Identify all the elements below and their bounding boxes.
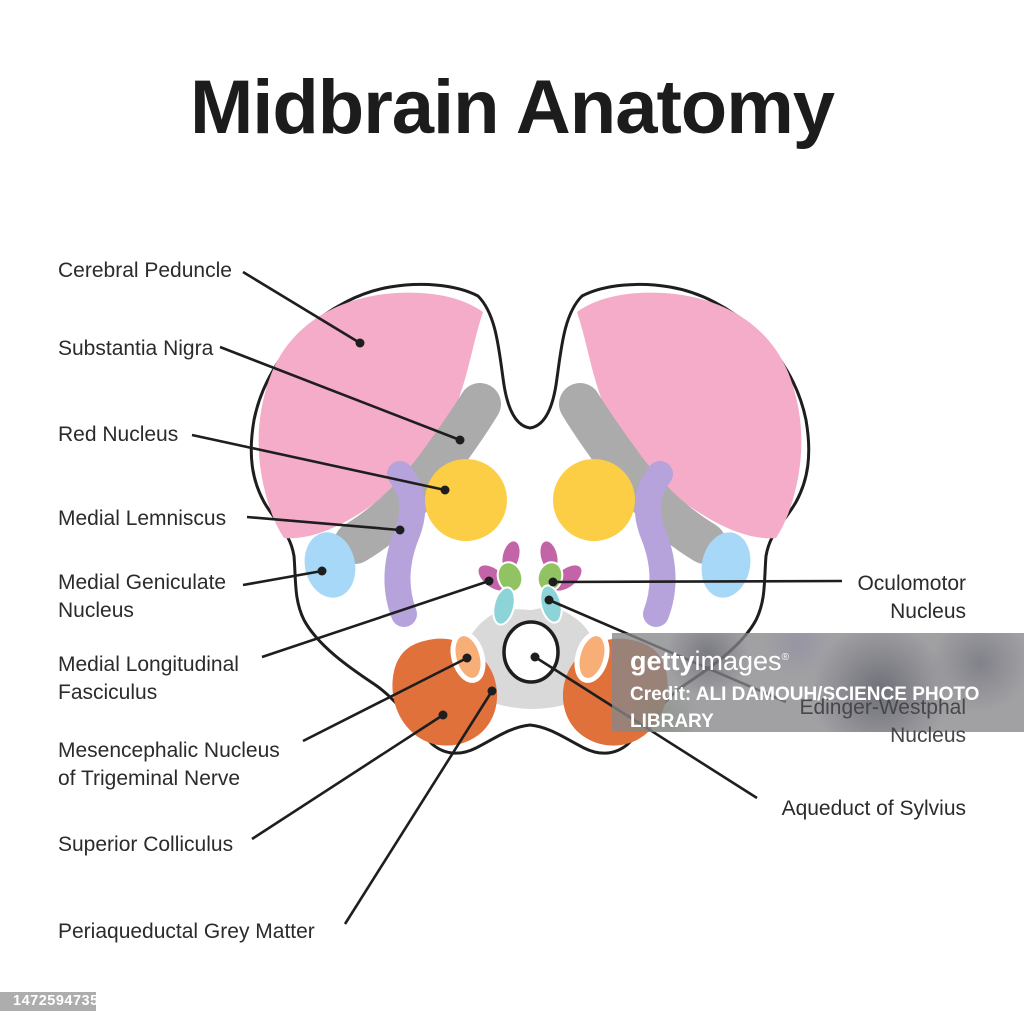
- edinger-westphal-left: [492, 586, 516, 626]
- cerebral-peduncle-left: [258, 292, 483, 539]
- label-text: Nucleus: [58, 599, 134, 622]
- label-text: Substantia Nigra: [58, 337, 214, 360]
- label-oculomotor-nucleus: Oculomotor Nucleus: [857, 570, 966, 626]
- callout-dot: [395, 525, 405, 535]
- image-id-badge: 1472594735: [0, 992, 98, 1011]
- label-text: of Trigeminal Nerve: [58, 767, 241, 790]
- label-mesencephalic-nucleus: Mesencephalic Nucleus of Trigeminal Nerv…: [58, 737, 280, 793]
- medial-lemniscus-left: [384, 461, 426, 627]
- label-text: Medial Longitudinal: [58, 653, 239, 676]
- callout-dot: [487, 686, 497, 696]
- red-nucleus-right: [553, 459, 635, 541]
- label-text: Medial Lemniscus: [58, 507, 227, 530]
- medial-lemniscus-regions: [384, 461, 676, 627]
- cerebral-peduncle-right: [577, 292, 802, 539]
- callout-oculomotor: [552, 579, 843, 584]
- callout-dot: [462, 653, 472, 663]
- callout-substantia-nigra: [219, 345, 461, 442]
- label-aqueduct-of-sylvius: Aqueduct of Sylvius: [782, 795, 966, 823]
- callout-medial-geniculate: [242, 569, 323, 587]
- label-medial-lemniscus: Medial Lemniscus: [58, 505, 226, 533]
- callout-dot: [440, 485, 450, 495]
- edinger-westphal-regions: [492, 584, 563, 626]
- label-substantia-nigra: Substantia Nigra: [58, 335, 213, 363]
- label-text: Periaqueductal Grey Matter: [58, 920, 315, 943]
- callout-dot: [455, 435, 465, 445]
- substantia-nigra-right: [559, 383, 726, 564]
- callout-dot: [530, 652, 540, 662]
- label-periaqueductal-grey-matter: Periaqueductal Grey Matter: [58, 918, 315, 946]
- credit-line-2: LIBRARY: [630, 711, 714, 732]
- registered-mark: ®: [781, 652, 789, 663]
- substantia-nigra-regions: [334, 383, 726, 564]
- red-nucleus-regions: [425, 459, 635, 541]
- label-text: Oculomotor: [857, 572, 966, 595]
- label-medial-geniculate-nucleus: Medial Geniculate Nucleus: [58, 569, 226, 625]
- mesencephalic-nucleus-regions: [450, 631, 610, 683]
- callout-superior-colliculus: [251, 713, 444, 841]
- red-nucleus-left: [425, 459, 507, 541]
- label-text: Cerebral Peduncle: [58, 259, 232, 282]
- label-superior-colliculus: Superior Colliculus: [58, 831, 233, 859]
- label-text: Aqueduct of Sylvius: [781, 797, 966, 820]
- mesencephalic-nucleus-right: [574, 631, 610, 683]
- callout-mesencephalic: [302, 656, 468, 743]
- callout-dot: [548, 577, 558, 587]
- substantia-nigra-left: [334, 383, 501, 564]
- getty-logo-regular: images: [694, 646, 782, 676]
- callout-mlf: [261, 579, 490, 659]
- label-text: Nucleus: [890, 600, 966, 623]
- label-text: Superior Colliculus: [58, 833, 234, 856]
- label-cerebral-peduncle: Cerebral Peduncle: [58, 257, 232, 285]
- label-text: Fasciculus: [58, 681, 158, 704]
- label-text: Nucleus: [890, 724, 966, 747]
- getty-logo-bold: getty: [630, 646, 695, 676]
- page-title: Midbrain Anatomy: [189, 65, 835, 150]
- callout-cerebral-peduncle: [242, 270, 361, 345]
- label-medial-longitudinal-fasciculus: Medial Longitudinal Fasciculus: [58, 651, 239, 707]
- callout-dot: [438, 710, 448, 720]
- callout-periaqueductal: [343, 690, 494, 925]
- label-text: Medial Geniculate: [58, 571, 227, 594]
- callout-dot: [484, 576, 494, 586]
- label-text: Mesencephalic Nucleus: [58, 739, 280, 762]
- aqueduct-of-sylvius-region: [502, 620, 560, 684]
- callout-dot: [317, 566, 327, 576]
- callout-medial-lemniscus: [246, 515, 401, 532]
- label-edinger-westphal-nucleus: Edinger-Westphal Nucleus: [799, 694, 966, 750]
- label-text: Edinger-Westphal: [799, 696, 966, 719]
- label-red-nucleus: Red Nucleus: [58, 421, 178, 449]
- medial-geniculate-left: [304, 532, 356, 598]
- cerebral-peduncle-regions: [258, 292, 802, 539]
- medial-lemniscus-right: [634, 461, 676, 627]
- oculomotor-left: [496, 561, 524, 593]
- getty-logo: gettyimages®: [630, 643, 1024, 676]
- credit-line-1: Credit: ALI DAMOUH/SCIENCE PHOTO: [630, 684, 980, 705]
- callout-dot: [355, 338, 365, 348]
- callout-red-nucleus: [191, 433, 446, 492]
- getty-watermark-bar: gettyimages® Credit: ALI DAMOUH/SCIENCE …: [612, 633, 1024, 732]
- callout-dot: [544, 595, 554, 605]
- label-text: Red Nucleus: [58, 423, 179, 446]
